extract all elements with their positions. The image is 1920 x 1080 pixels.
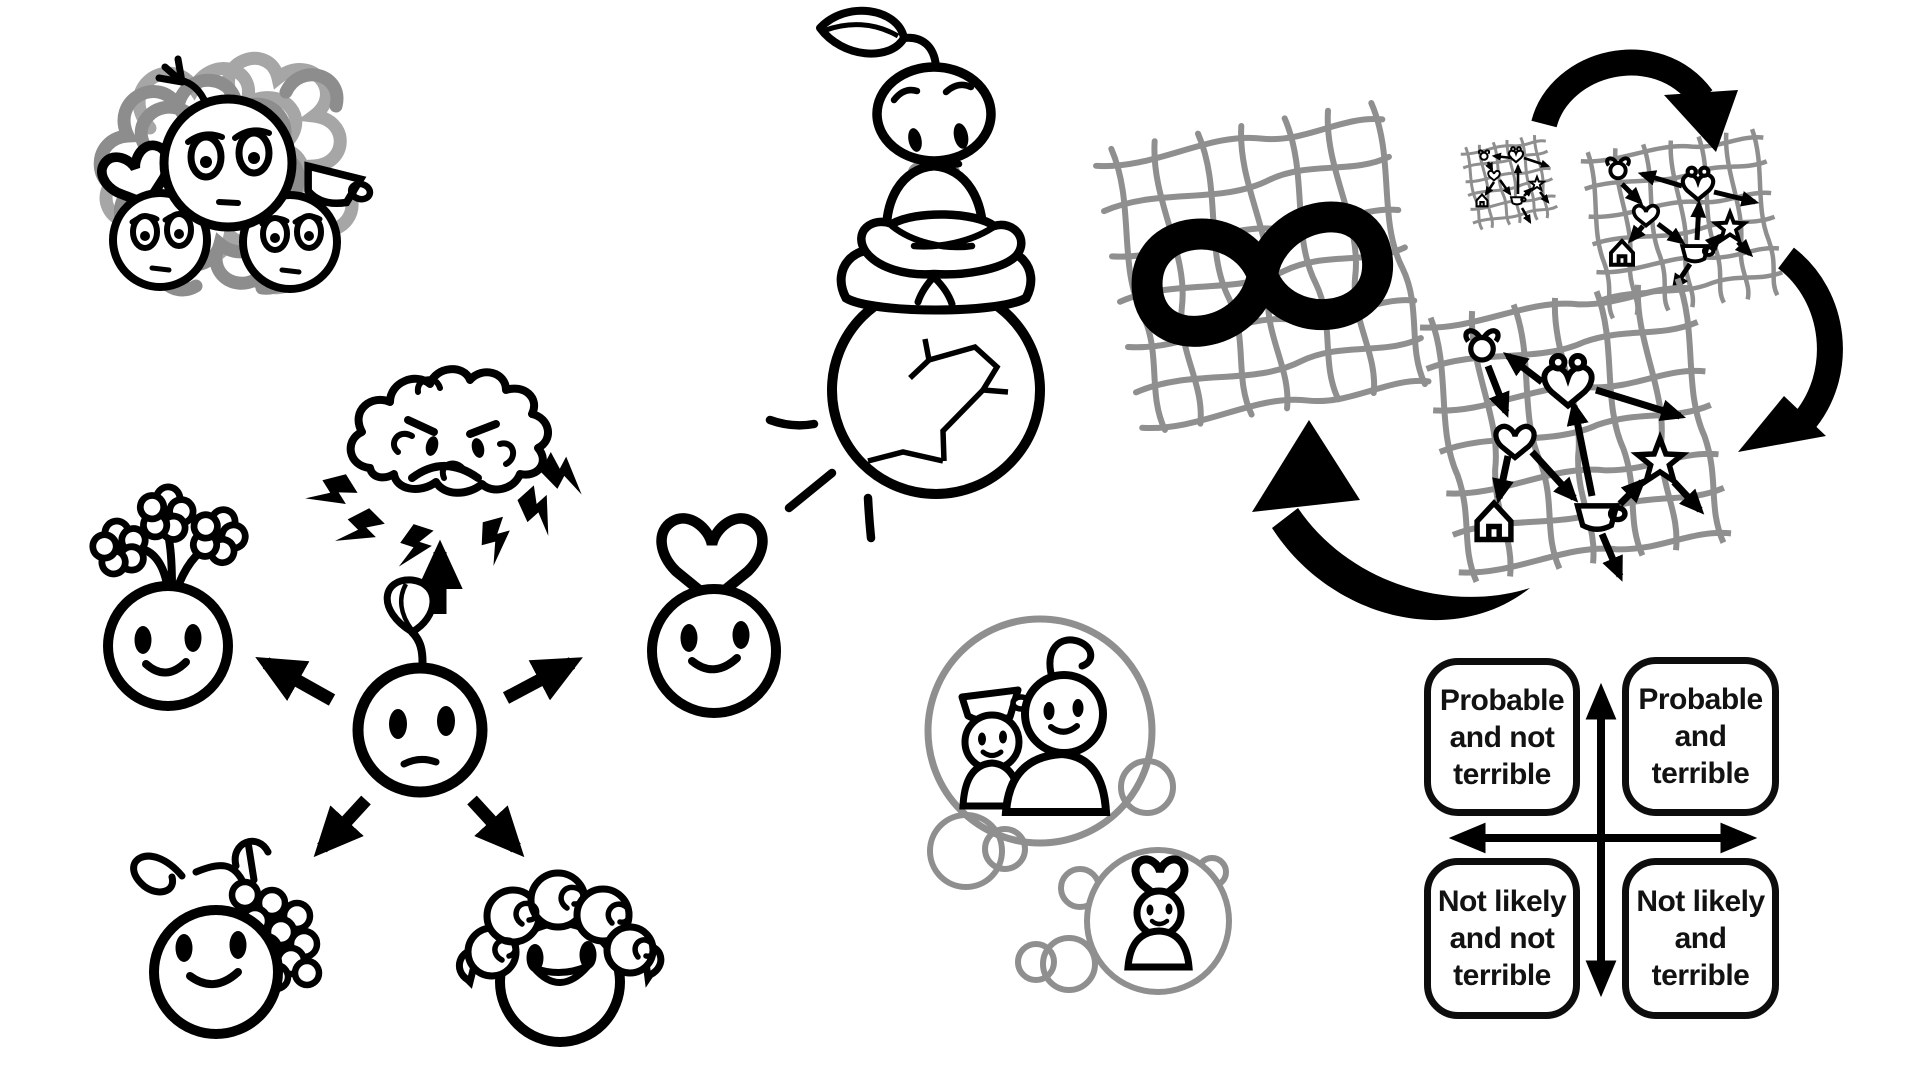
- topknot-sprout: [155, 55, 210, 108]
- quadrant-not-likely-not-terrible: Not likely and not terrible: [1424, 858, 1580, 1019]
- sprout-leaf: [383, 576, 437, 636]
- central-sprout-character: [352, 576, 488, 798]
- sprout-leaf: [816, 6, 908, 58]
- infinity-on-warped-grid: [1093, 100, 1432, 433]
- infinity-symbol: [1131, 201, 1393, 347]
- network-grid-large: [1419, 277, 1732, 583]
- big-character-body: [1001, 749, 1111, 816]
- growth-cycle: [1252, 49, 1843, 621]
- heart-head-character: [647, 518, 781, 718]
- cracked-ball: [827, 281, 1045, 499]
- cycle-arrows: [1252, 49, 1843, 621]
- quadrant-not-likely-terrible: Not likely and terrible: [1622, 858, 1779, 1019]
- worried-face-left: [109, 189, 211, 291]
- network-grid-medium: [1580, 128, 1784, 320]
- roses-head-character: [455, 869, 665, 1047]
- meditator-head: [872, 62, 996, 166]
- radial-arrows: [255, 539, 583, 858]
- meditator-on-cracked-ball: [765, 6, 1045, 543]
- grapes-head-character: [130, 837, 323, 1039]
- mini-heart-character: [1124, 859, 1193, 971]
- thought-bubbles: [924, 615, 1232, 995]
- quadrant-probable-terrible: Probable and terrible: [1622, 657, 1779, 816]
- cup-icon: [304, 161, 374, 207]
- angry-brain-cloud: [301, 365, 595, 575]
- stress-dashes: [765, 415, 876, 543]
- bubble-characters: [958, 636, 1111, 816]
- worried-face-center: [155, 55, 297, 232]
- flower-head-character: [88, 483, 252, 711]
- radial-diagram: [88, 365, 781, 1047]
- tangled-thoughts-illustration: [98, 52, 374, 297]
- network-grid-small: [1460, 134, 1559, 231]
- crack: [867, 338, 1009, 464]
- quadrant-probable-not-terrible: Probable and not terrible: [1424, 658, 1580, 816]
- matrix-axes: [1448, 682, 1758, 998]
